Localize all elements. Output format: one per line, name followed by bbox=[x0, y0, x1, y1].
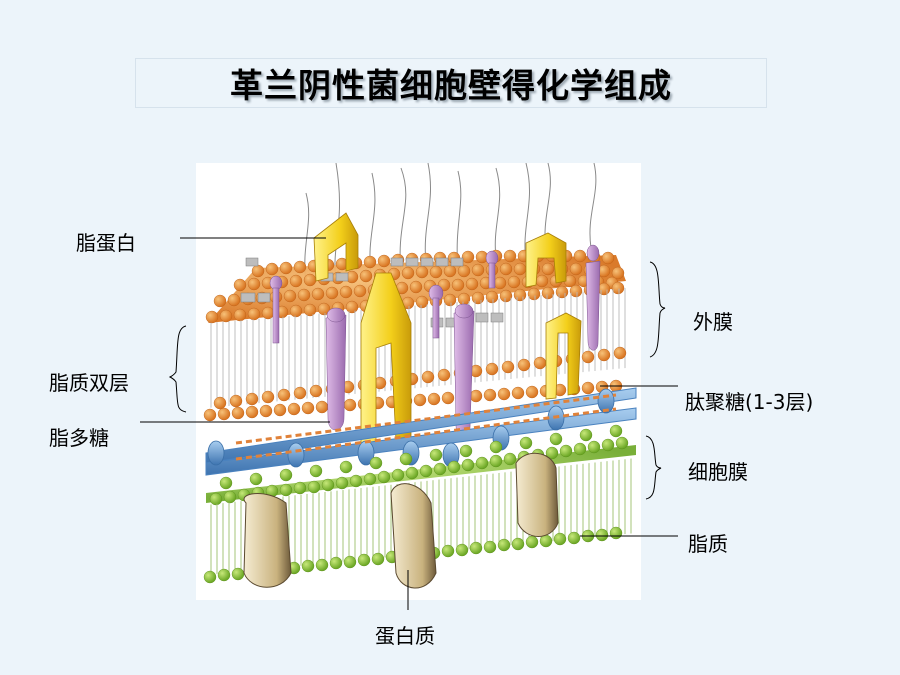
lps-stalks bbox=[269, 244, 601, 438]
cell-wall-illustration bbox=[196, 162, 641, 600]
label-lipid-bilayer: 脂质双层 bbox=[49, 371, 129, 395]
label-cell-membrane: 细胞膜 bbox=[688, 460, 748, 484]
outer-membrane bbox=[203, 212, 627, 444]
brace-outer-membrane bbox=[649, 261, 666, 358]
brace-cell-membrane bbox=[645, 435, 662, 500]
page-title: 革兰阴性菌细胞壁得化学组成 bbox=[230, 66, 672, 105]
label-lipopolysaccharide: 脂多糖 bbox=[49, 426, 109, 450]
peptidoglycan-layer bbox=[205, 387, 637, 476]
outer-membrane-tails bbox=[208, 288, 626, 408]
membrane-proteins bbox=[243, 453, 559, 589]
label-protein: 蛋白质 bbox=[375, 624, 435, 648]
lipoprotein-porins bbox=[313, 212, 582, 444]
cell-wall-diagram bbox=[203, 162, 637, 589]
brace-lipid-bilayer bbox=[168, 325, 187, 413]
label-peptidoglycan: 肽聚糖(1-3层) bbox=[685, 390, 814, 414]
label-lipid: 脂质 bbox=[688, 532, 728, 556]
cell-membrane bbox=[203, 424, 636, 589]
title-box: 革兰阴性菌细胞壁得化学组成 bbox=[135, 58, 767, 108]
label-outer-membrane: 外膜 bbox=[693, 310, 733, 334]
label-lipoprotein: 脂蛋白 bbox=[76, 231, 136, 255]
